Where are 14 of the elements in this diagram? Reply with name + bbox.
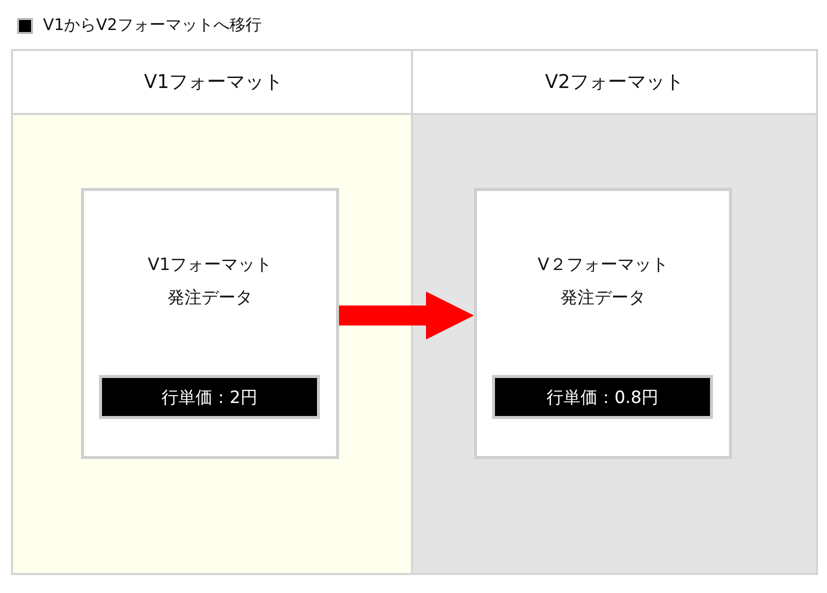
arrow <box>339 292 474 340</box>
price-bar: 行単価：2円 <box>99 375 320 419</box>
card-title: V２フォーマット <box>536 254 670 276</box>
data-card <box>81 188 339 459</box>
column-panel <box>13 51 414 573</box>
card-title: V1フォーマット <box>146 254 274 276</box>
column-panel <box>413 51 816 573</box>
column-header: V1フォーマット <box>13 51 414 115</box>
diagram-title: V1からV2フォーマットへ移行 <box>43 15 262 36</box>
card-subtitle: 発注データ <box>166 287 254 309</box>
price-bar: 行単価：0.8円 <box>492 375 713 419</box>
column-header: V2フォーマット <box>413 51 816 115</box>
data-card <box>474 188 732 459</box>
card-subtitle: 発注データ <box>560 287 646 309</box>
